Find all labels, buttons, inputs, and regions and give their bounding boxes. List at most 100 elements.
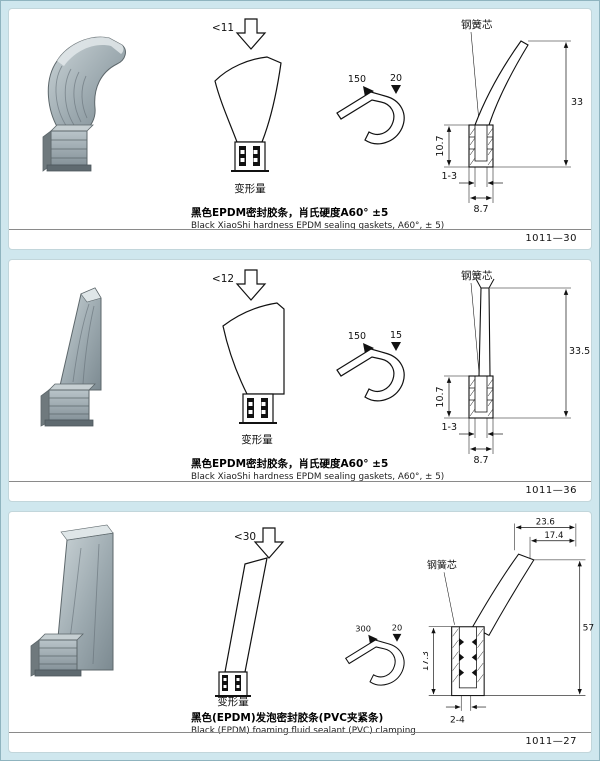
dim-height-label: 57: [583, 623, 595, 633]
angle-a-arrow-icon: [368, 634, 378, 645]
steel-core-label: 钢簧芯: [461, 269, 493, 282]
dim-overall-height: 33.5: [490, 288, 590, 419]
seal-profile-outline: [214, 56, 282, 143]
description-block: 黑色(EPDM)发泡密封胶条(PVC夹紧条) Black (EPDM) foam…: [191, 712, 416, 737]
seal-3d-render: [42, 36, 126, 172]
leader-line: [470, 283, 481, 385]
dim-clamp-width: 8.7: [468, 418, 494, 466]
seal-profile-outline: [224, 556, 268, 673]
description-en: Black (EPDM) foaming fluid sealant (PVC)…: [191, 725, 416, 736]
hook-profile-diagram: 150 20: [336, 73, 405, 145]
deformation-amount-label: 变形量: [241, 433, 273, 446]
dim-overall-height: 57: [484, 559, 595, 696]
angle-b-arrow-icon: [391, 85, 401, 94]
seal-clamp-3d: [40, 383, 96, 427]
deformation-diagram: <11 变形量: [212, 18, 282, 195]
seal-flap-3d: [47, 36, 126, 134]
down-arrow-icon: [253, 527, 285, 559]
angle-b-label: 15: [390, 330, 402, 341]
description-en: Black XiaoShi hardness EPDM sealing gask…: [191, 221, 445, 232]
clamp-profile: [231, 141, 269, 172]
angle-a-label: 150: [348, 74, 366, 85]
seal-profile-outline: [222, 302, 285, 395]
panel-1011-30: <11 变形量 150 20 钢簧芯: [8, 8, 592, 251]
part-number-strip: 1011—36: [9, 480, 591, 501]
dim-top-width-2: 17.4: [529, 531, 575, 558]
part-number-strip: 1011—27: [9, 731, 591, 752]
deformation-amount-label: 变形量: [234, 182, 266, 195]
seal-3d-render: [30, 524, 114, 677]
part-number: 1011—30: [525, 233, 577, 245]
dim-width-label: 8.7: [473, 204, 488, 215]
dim-top-width-1: 23.6: [514, 517, 577, 550]
seal-flap-3d: [58, 287, 102, 391]
deformation-diagram: <12 变形量: [212, 269, 285, 446]
dim-clamp-height: 17.3: [423, 626, 452, 696]
dim-clamp-height-label: 17.3: [423, 650, 431, 670]
down-arrow-icon: [235, 18, 267, 50]
description-cn: 黑色(EPDM)发泡密封胶条(PVC夹紧条): [191, 711, 384, 724]
angle-b-arrow-icon: [392, 633, 402, 642]
flap-section: [474, 40, 529, 126]
flap-section: [471, 553, 535, 636]
clamp-section: [468, 124, 494, 168]
part-number-strip: 1011—30: [9, 229, 591, 249]
seal-clamp-3d: [42, 124, 94, 172]
hook-profile-outline: [344, 639, 405, 686]
hook-profile-outline: [336, 348, 405, 402]
dim-grip-gap: 1-3: [441, 418, 503, 439]
dim-top2-label: 17.4: [544, 531, 563, 541]
panel-1011-36: <12 变形量 150 15 钢簧芯: [8, 259, 592, 502]
dim-top1-label: 23.6: [536, 517, 555, 527]
clamp-section: [451, 625, 485, 696]
cross-section-diagram: 钢簧芯: [423, 517, 595, 725]
description-cn: 黑色EPDM密封胶条，肖氏硬度A60° ±5: [191, 207, 389, 219]
description-block: 黑色EPDM密封胶条，肖氏硬度A60° ±5 Black XiaoShi har…: [191, 458, 444, 483]
description-en: Black XiaoShi hardness EPDM sealing gask…: [191, 472, 445, 483]
angle-a-label: 150: [348, 331, 366, 342]
hook-profile-outline: [336, 91, 405, 145]
description-cn: 黑色EPDM密封胶条，肖氏硬度A60° ±5: [191, 458, 389, 471]
panel-1011-27: <30 变形量 300 20 钢簧芯: [8, 510, 595, 753]
dim-grip-gap: 1-3: [441, 167, 503, 187]
angle-a-arrow-icon: [363, 343, 374, 355]
deformation-limit-label: <11: [212, 22, 234, 34]
deformation-limit-label: <12: [212, 273, 234, 285]
dim-clamp-height-label: 10.7: [435, 135, 446, 156]
deformation-limit-label: <30: [234, 531, 256, 543]
cross-section-diagram: 钢簧芯: [435, 269, 590, 466]
seal-clamp-3d: [30, 633, 84, 677]
hook-profile-diagram: 150 15: [336, 330, 405, 402]
steel-core-label: 钢簧芯: [427, 558, 457, 571]
clamp-profile: [239, 393, 277, 425]
dim-clamp-height: 10.7: [435, 124, 469, 168]
deformation-diagram: <30 变形量: [215, 527, 285, 707]
part-number: 1011—27: [525, 735, 577, 747]
dim-height-label: 33.5: [569, 346, 590, 357]
dim-grip-gap: 2-4: [445, 695, 487, 725]
part-number: 1011—36: [525, 484, 577, 496]
angle-b-label: 20: [390, 73, 402, 84]
clamp-section: [468, 375, 494, 419]
dim-clamp-width: 8.7: [468, 167, 494, 215]
leader-line: [443, 571, 455, 625]
dim-width-label: 8.7: [473, 455, 488, 466]
angle-a-arrow-icon: [363, 86, 374, 97]
cross-section-diagram: 钢簧芯: [435, 18, 583, 215]
dim-height-label: 33: [571, 97, 583, 108]
down-arrow-icon: [235, 269, 267, 302]
flap-section: [475, 279, 495, 377]
description-block: 黑色EPDM密封胶条，肖氏硬度A60° ±5 Black XiaoShi har…: [191, 207, 444, 232]
dim-clamp-height-label: 10.7: [435, 387, 446, 408]
angle-a-label: 300: [355, 623, 371, 633]
angle-b-arrow-icon: [391, 342, 401, 352]
angle-b-label: 20: [392, 622, 403, 632]
deformation-amount-label: 变形量: [217, 695, 249, 707]
dim-gap-label: 1-3: [441, 422, 457, 433]
dim-overall-height: 33: [493, 40, 583, 168]
clamp-profile: [215, 671, 251, 697]
hook-profile-diagram: 300 20: [344, 622, 405, 686]
dim-clamp-height: 10.7: [435, 376, 469, 419]
dim-gap-label: 1-3: [441, 171, 457, 182]
